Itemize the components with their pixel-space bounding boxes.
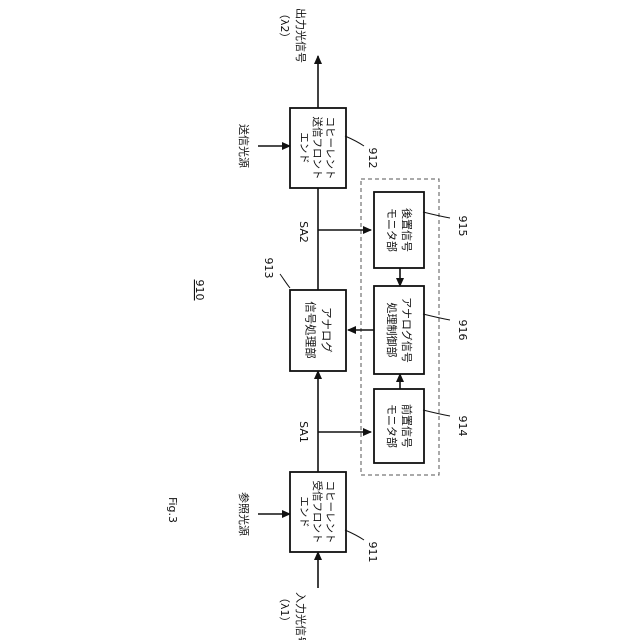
svg-text:前置信号: 前置信号 — [400, 404, 414, 448]
ref-913-leader — [280, 274, 290, 288]
ref-911: 911 — [366, 542, 379, 563]
svg-text:コヒーレント: コヒーレント — [324, 481, 336, 544]
svg-text:SA2: SA2 — [297, 221, 310, 243]
svg-text:入力光信号: 入力光信号 — [294, 592, 308, 640]
transmit-source-label: 送信光源 — [237, 124, 251, 168]
svg-text:後置信号: 後置信号 — [400, 208, 414, 252]
svg-text:エンド: エンド — [298, 132, 310, 164]
svg-text:914: 914 — [456, 416, 469, 437]
ref-914-leader — [423, 410, 450, 416]
post-monitor-block — [374, 192, 424, 268]
svg-text:送信フロント: 送信フロント — [311, 117, 324, 180]
svg-text:処理制御部: 処理制御部 — [385, 303, 399, 358]
output-signal-label: 出力光信号 （λ2） — [278, 8, 308, 63]
svg-text:911: 911 — [366, 542, 379, 563]
svg-text:送信光源: 送信光源 — [237, 124, 251, 168]
ref-912-leader — [345, 136, 364, 146]
svg-text:916: 916 — [456, 320, 469, 341]
svg-text:アナログ: アナログ — [320, 307, 334, 353]
svg-text:913: 913 — [262, 258, 275, 279]
svg-text:出力光信号: 出力光信号 — [294, 8, 308, 63]
svg-text:915: 915 — [456, 216, 469, 237]
ref-913: 913 — [262, 258, 275, 279]
svg-text:モニタ部: モニタ部 — [385, 208, 399, 252]
svg-text:（λ2）: （λ2） — [278, 8, 291, 44]
ref-914: 914 — [456, 416, 469, 437]
svg-text:（λ1）: （λ1） — [278, 592, 291, 628]
pre-monitor-block — [374, 389, 424, 463]
svg-text:912: 912 — [366, 148, 379, 169]
svg-text:Fig.3: Fig.3 — [166, 497, 179, 523]
sa2-label: SA2 — [297, 221, 310, 243]
ref-915-leader — [423, 212, 450, 218]
svg-text:910: 910 — [193, 280, 206, 301]
sa1-label: SA1 — [297, 421, 310, 443]
svg-text:エンド: エンド — [298, 496, 310, 528]
svg-text:参照光源: 参照光源 — [237, 492, 251, 536]
ref-916-leader — [423, 314, 450, 320]
ref-912: 912 — [366, 148, 379, 169]
reference-source-label: 参照光源 — [237, 492, 251, 536]
svg-text:コヒーレント: コヒーレント — [324, 117, 336, 180]
analog-ctrl-block — [374, 286, 424, 374]
svg-text:アナログ信号: アナログ信号 — [400, 297, 414, 363]
input-signal-label: 入力光信号 （λ1） — [278, 592, 308, 640]
svg-text:信号処理部: 信号処理部 — [304, 301, 318, 359]
ref-911-leader — [345, 530, 364, 540]
svg-text:受信フロント: 受信フロント — [311, 481, 323, 544]
figure-number: 910 — [193, 280, 206, 301]
svg-text:モニタ部: モニタ部 — [385, 404, 399, 448]
ref-915: 915 — [456, 216, 469, 237]
figure-label: Fig.3 — [166, 497, 179, 523]
ref-916: 916 — [456, 320, 469, 341]
svg-text:SA1: SA1 — [297, 421, 310, 443]
